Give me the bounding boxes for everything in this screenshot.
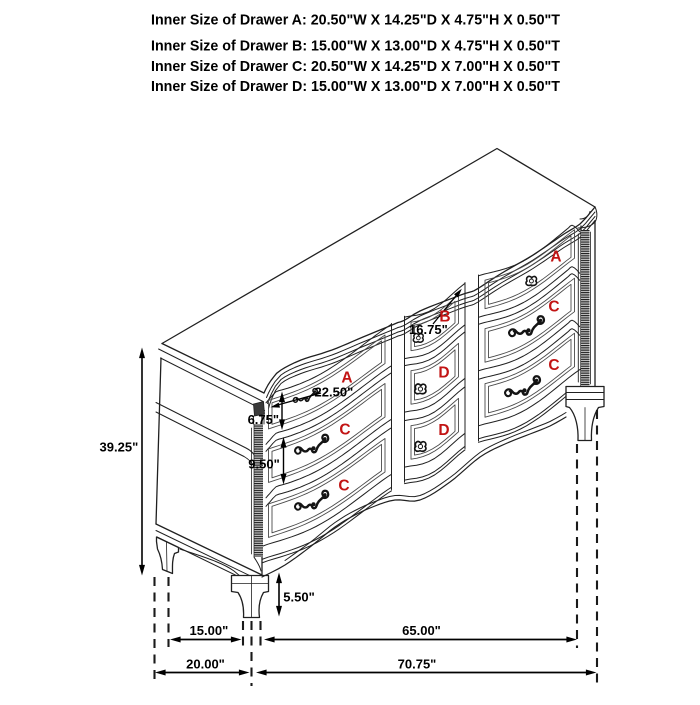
svg-text:22.50": 22.50" [315, 385, 354, 400]
svg-text:D: D [438, 365, 449, 382]
svg-text:6.75": 6.75" [248, 412, 279, 427]
svg-text:70.75": 70.75" [398, 657, 437, 672]
svg-text:C: C [548, 299, 559, 316]
svg-text:20.00": 20.00" [186, 657, 225, 672]
svg-text:B: B [439, 309, 450, 326]
svg-text:9.50": 9.50" [248, 457, 279, 472]
svg-text:A: A [341, 370, 352, 387]
svg-text:C: C [548, 357, 559, 374]
svg-text:65.00": 65.00" [402, 623, 441, 638]
svg-text:Inner Size of Drawer A: 20.50": Inner Size of Drawer A: 20.50"W X 14.25"… [151, 12, 560, 29]
svg-text:Inner Size of Drawer B: 15.00": Inner Size of Drawer B: 15.00"W X 13.00"… [151, 37, 560, 54]
svg-text:Inner Size of Drawer C: 20.50": Inner Size of Drawer C: 20.50"W X 14.25"… [151, 58, 560, 75]
svg-text:Inner Size of Drawer D: 15.00": Inner Size of Drawer D: 15.00"W X 13.00"… [151, 78, 560, 95]
svg-text:16.75": 16.75" [409, 322, 448, 337]
svg-text:C: C [339, 422, 350, 439]
svg-text:D: D [438, 422, 449, 439]
svg-text:15.00": 15.00" [190, 623, 229, 638]
svg-text:5.50": 5.50" [283, 590, 314, 605]
svg-text:C: C [338, 478, 349, 495]
svg-text:39.25": 39.25" [100, 439, 139, 454]
svg-text:A: A [550, 249, 561, 266]
